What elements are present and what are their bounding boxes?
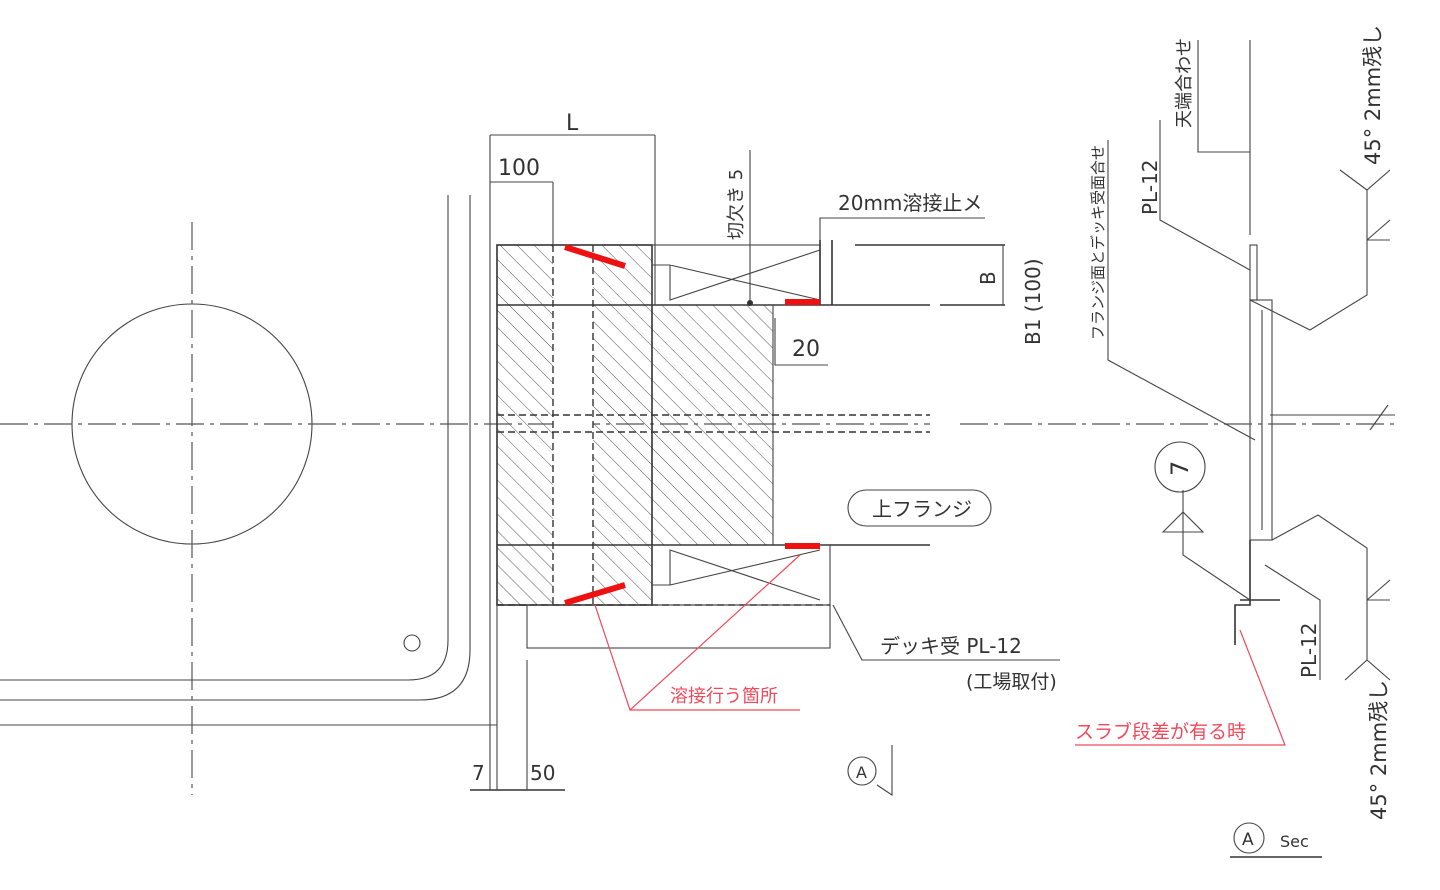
deck-plate-top	[651, 240, 1005, 306]
slab-step-note: スラブ段差が有る時	[1075, 720, 1246, 743]
bevel-top-label: 45° 2mm残し	[1361, 25, 1385, 165]
top-align-label: 天端合わせ	[1174, 38, 1195, 128]
deck-plate-bottom	[497, 544, 831, 649]
factory-label: (工場取付)	[966, 671, 1057, 693]
upper-flange-tag	[847, 489, 992, 527]
section-label-text: Sec	[1280, 832, 1309, 851]
section-mark-circle	[847, 756, 877, 786]
section-mark-label: A	[856, 763, 867, 782]
section-view	[1075, 40, 1395, 858]
weld-marks	[564, 244, 820, 711]
dim-b-label: B	[976, 271, 1000, 285]
dimensions	[470, 134, 1060, 797]
weld-symbol-number: 7	[1166, 461, 1194, 476]
notch-label: 切欠き 5	[726, 169, 747, 240]
dim-20-label: 20	[792, 337, 820, 362]
upper-flange-label: 上フランジ	[872, 497, 972, 521]
slab-edge-outline	[0, 195, 497, 790]
hatched-region	[496, 244, 930, 606]
section-label-mark: A	[1242, 830, 1254, 850]
pl-bottom-label: PL-12	[1297, 622, 1321, 678]
pl-top-label: PL-12	[1138, 159, 1162, 215]
weld-symbol-circle	[1154, 441, 1206, 493]
dim-l-label: L	[566, 111, 579, 136]
weld-stop-label: 20mm溶接止メ	[838, 191, 982, 215]
dim-b1-label: B1 (100)	[1021, 258, 1045, 345]
deck-plate-label: デッキ受 PL-12	[880, 634, 1022, 658]
bevel-bottom-label: 45° 2mm残し	[1367, 680, 1391, 820]
dim-100-label: 100	[498, 156, 540, 181]
flange-deck-align-label: フランジ面とデッキ受面合せ	[1089, 145, 1107, 340]
weld-location-note: 溶接行う箇所	[670, 686, 778, 707]
dim-7-label: 7	[472, 761, 485, 785]
dim-50-label: 50	[530, 761, 555, 785]
section-label-circle	[1233, 822, 1265, 854]
